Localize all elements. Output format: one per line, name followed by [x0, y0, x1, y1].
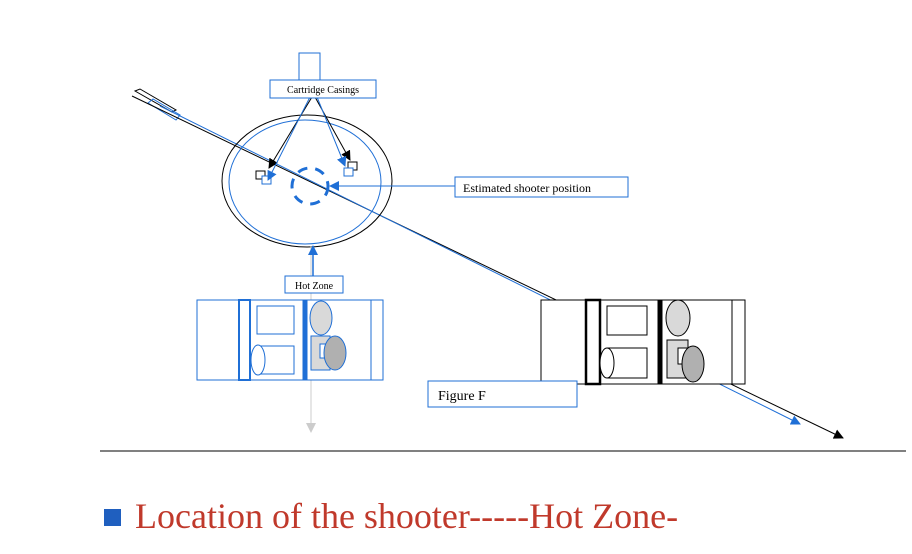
- vehicle-black: [540, 298, 746, 386]
- bullet-text: Location of the shooter-----Hot Zone-: [135, 496, 679, 536]
- cartridge-casings-box: [269, 79, 377, 99]
- casings-label-stub: [298, 52, 321, 81]
- shooter-position-marker: [290, 166, 330, 206]
- estimated-shooter-position-label: Estimated shooter position: [463, 181, 591, 195]
- figure-label: Figure F: [438, 389, 486, 404]
- bullet-point: Location of the shooter-----Hot Zone-: [104, 498, 678, 534]
- firearm-icon: [133, 88, 181, 121]
- bullet-square-icon: [104, 508, 121, 526]
- casing-arrow-blue-left: [267, 96, 311, 181]
- hot-zone-box: [284, 275, 344, 294]
- cartridge-casing-right: [343, 161, 358, 177]
- casing-arrow-black-left: [268, 96, 313, 169]
- casing-arrow-blue-right: [316, 96, 347, 167]
- hot-zone-outer-ellipse: [221, 114, 393, 248]
- estimated-shooter-position-box: [454, 176, 629, 198]
- vehicle-blue: [196, 299, 384, 381]
- cartridge-casings-label: Cartridge Casings: [287, 85, 359, 96]
- hot-zone-label: Hot Zone: [295, 281, 334, 292]
- hot-zone-inner-ellipse: [228, 119, 382, 245]
- figure-label-box: [427, 380, 578, 408]
- cartridge-casing-left: [255, 170, 272, 185]
